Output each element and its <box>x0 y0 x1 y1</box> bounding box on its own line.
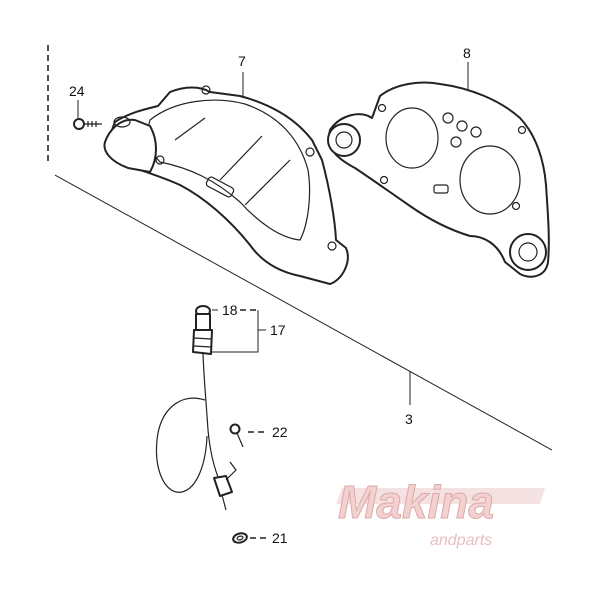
callout-7: 7 <box>238 53 246 69</box>
watermark-main-text: Makina <box>338 476 494 528</box>
callout-22: 22 <box>272 424 288 440</box>
meter-visor-part-7 <box>103 72 349 285</box>
callout-21: 21 <box>272 530 288 546</box>
speedometer-cable-part-17 <box>155 305 266 511</box>
screw-part-24 <box>73 100 102 130</box>
watermark-swoosh <box>336 488 545 504</box>
washer-part-21 <box>232 532 268 544</box>
callout-18: 18 <box>222 302 238 318</box>
watermark-logo: Makina andparts <box>336 476 545 549</box>
watermark-sub-text: andparts <box>430 532 492 549</box>
meter-panel-part-8 <box>327 62 550 278</box>
callout-24: 24 <box>69 83 85 99</box>
callout-17: 17 <box>270 322 286 338</box>
screw-part-22 <box>229 423 268 448</box>
callout-3: 3 <box>405 411 413 427</box>
assembly-boundary-diagonal <box>54 174 553 451</box>
callout-8: 8 <box>463 45 471 61</box>
